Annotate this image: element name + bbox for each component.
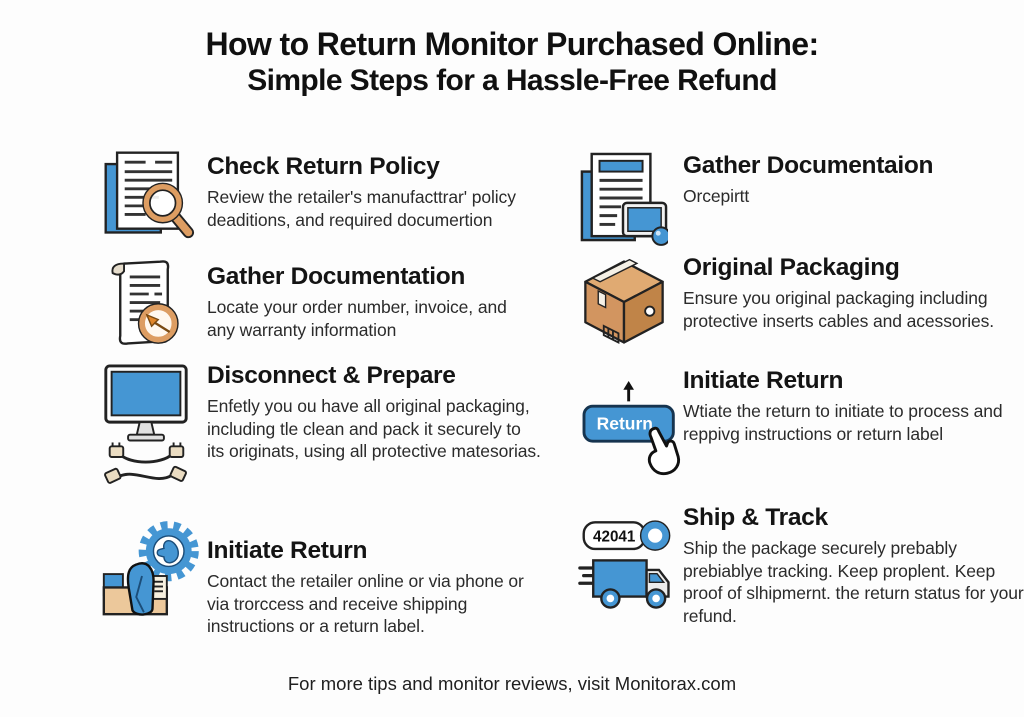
step-disconnect-prepare: Disconnect & Prepare Enfetly you ou have… <box>100 358 541 498</box>
step-initiate-return-right: Return Initiate Return Wtiate the return… <box>578 367 1024 478</box>
page-title: How to Return Monitor Purchased Online: … <box>0 26 1024 98</box>
step-check-return-policy: Check Return Policy Review the retailer'… <box>100 148 540 248</box>
document-tablet-icon <box>578 150 671 251</box>
step-description: Wtiate the return to initiate to process… <box>683 400 1003 444</box>
step-initiate-return-left: Initiate Return Contact the retailer onl… <box>100 520 540 640</box>
gear-package-icon <box>100 520 205 637</box>
page-title-line1: How to Return Monitor Purchased Online: <box>205 26 819 62</box>
shipping-truck-icon: 42041 <box>578 513 678 628</box>
step-original-packaging: Original Packaging Ensure you original p… <box>578 252 1024 357</box>
step-title: Gather Documentaion <box>683 152 934 179</box>
step-title: Initiate Return <box>207 537 368 564</box>
return-button-label: Return <box>597 414 653 434</box>
step-description: Contact the retailer online or via phone… <box>207 570 524 637</box>
step-gather-documentaion-right: Gather Documentaion Orcepirtt <box>578 148 1024 248</box>
step-description: Enfetly you ou have all original packagi… <box>207 395 541 462</box>
step-ship-track: 42041 Ship & Track Ship the package sec <box>578 504 1024 635</box>
step-description: Locate your order number, invoice, and a… <box>207 296 507 340</box>
step-title: Initiate Return <box>683 367 844 394</box>
step-description: Orcepirtt <box>683 185 750 206</box>
monitor-cables-icon <box>100 360 192 497</box>
step-title: Disconnect & Prepare <box>207 362 456 389</box>
cardboard-box-icon <box>578 256 670 353</box>
tracking-number-label: 42041 <box>593 528 636 545</box>
document-magnifier-icon <box>100 148 195 245</box>
step-title: Check Return Policy <box>207 153 440 180</box>
step-description: Review the retailer's manufacttrar' poli… <box>207 186 516 230</box>
step-description: Ship the package securely prebably prebi… <box>683 537 1024 627</box>
step-description: Ensure you original packaging including … <box>683 287 995 331</box>
step-title: Original Packaging <box>683 254 900 281</box>
return-button-icon: Return <box>578 380 690 485</box>
step-title: Ship & Track <box>683 504 828 531</box>
step-title: Gather Documentation <box>207 263 466 290</box>
page-title-line2: Simple Steps for a Hassle-Free Refund <box>247 63 777 97</box>
receipt-target-icon <box>100 256 188 356</box>
footer-note: For more tips and monitor reviews, visit… <box>287 673 737 694</box>
step-gather-documentation: Gather Documentation Locate your order n… <box>100 256 540 356</box>
